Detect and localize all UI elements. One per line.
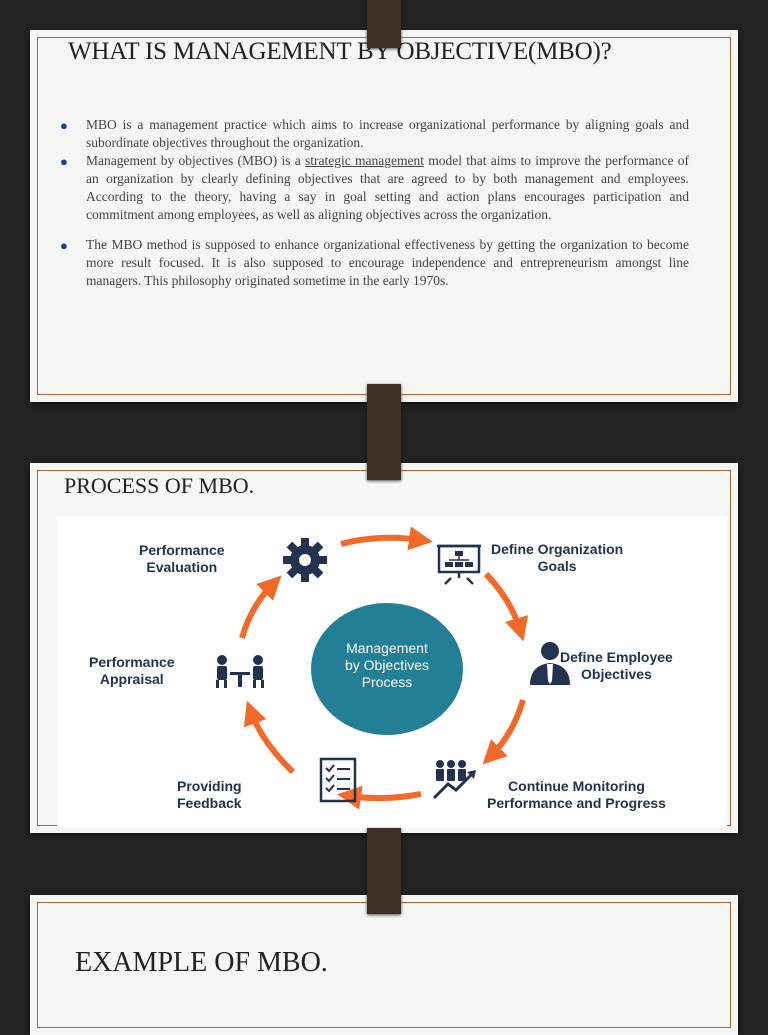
cycle-graphic	[216, 526, 570, 810]
arrow-feedback-to-appraisal	[243, 700, 296, 775]
employee-icon	[530, 642, 570, 685]
label-line: Performance and Progress	[487, 795, 666, 811]
bullet-dot-icon: ●	[60, 154, 68, 169]
label-continue-monitoring: Continue Monitoring Performance and Prog…	[487, 778, 666, 812]
bullet-text: model that aims to improve the performan…	[86, 153, 690, 222]
label-line: Performance	[89, 654, 175, 670]
slide-title: WHAT IS MANAGEMENT BY OBJECTIVE(MBO)?	[68, 38, 612, 65]
center-line: Management	[346, 640, 428, 656]
slide-title: EXAMPLE OF MBO.	[75, 947, 328, 978]
slide-process-of-mbo: PROCESS OF MBO.	[30, 463, 738, 833]
checklist-icon	[319, 757, 357, 803]
label-line: Objectives	[581, 666, 652, 682]
bullet-item: ● MBO is a management practice which aim…	[60, 116, 689, 152]
label-line: Feedback	[177, 795, 242, 811]
label-line: Appraisal	[99, 671, 164, 687]
tape-top	[367, 0, 401, 48]
label-line: Performance	[139, 542, 225, 558]
bullet-dot-icon: ●	[60, 238, 68, 253]
center-line: by Objectives	[344, 657, 430, 673]
label-line: Evaluation	[146, 559, 218, 575]
label-define-employee-objectives: Define Employee Objectives	[560, 649, 673, 683]
bullet-item: ● Management by objectives (MBO) is a st…	[60, 152, 690, 224]
gear-icon	[283, 538, 327, 582]
center-ellipse	[311, 603, 463, 735]
slide-what-is-mbo: WHAT IS MANAGEMENT BY OBJECTIVE(MBO)? ● …	[30, 30, 738, 402]
tape-middle	[367, 384, 401, 480]
label-performance-appraisal: Performance Appraisal	[89, 654, 175, 688]
arrow-evaluation-to-goals	[340, 526, 433, 551]
bullet-text: MBO is a management practice which aims …	[86, 117, 689, 150]
mbo-process-diagram: Management by Objectives Process Perform…	[57, 516, 727, 828]
bullet-list: ● MBO is a management practice which aim…	[60, 116, 690, 290]
bullet-text: The MBO method is supposed to enhance or…	[86, 237, 689, 288]
slide-title: PROCESS OF MBO.	[64, 473, 255, 498]
center-line: Process	[361, 674, 413, 690]
presentation-board-icon	[437, 544, 481, 585]
tape-lower	[367, 828, 401, 914]
label-providing-feedback: Providing Feedback	[177, 778, 242, 812]
slide-example-of-mbo: EXAMPLE OF MBO.	[30, 895, 738, 1035]
label-line: Define Employee	[560, 649, 673, 665]
arrow-objectives-to-monitoring	[482, 699, 526, 765]
label-line: Define Organization	[491, 541, 624, 557]
label-performance-evaluation: Performance Evaluation	[139, 542, 225, 576]
label-line: Continue Monitoring	[508, 778, 645, 794]
meeting-appraisal-icon	[216, 655, 264, 688]
label-line: Goals	[537, 558, 577, 574]
bullet-dot-icon: ●	[60, 118, 68, 133]
team-growth-icon	[432, 760, 476, 800]
label-define-organization-goals: Define Organization Goals	[491, 541, 623, 575]
bullet-text: Management by objectives (MBO) is a	[86, 153, 306, 168]
center-label: Management by Objectives Process	[309, 640, 465, 691]
strategic-management-link[interactable]: strategic management	[305, 153, 424, 168]
label-line: Providing	[177, 778, 242, 794]
arrow-goals-to-objectives	[483, 571, 529, 642]
arrow-appraisal-to-evaluation	[239, 575, 282, 639]
arrow-monitoring-to-feedback	[337, 785, 422, 810]
bullet-item: ● The MBO method is supposed to enhance …	[60, 236, 689, 290]
